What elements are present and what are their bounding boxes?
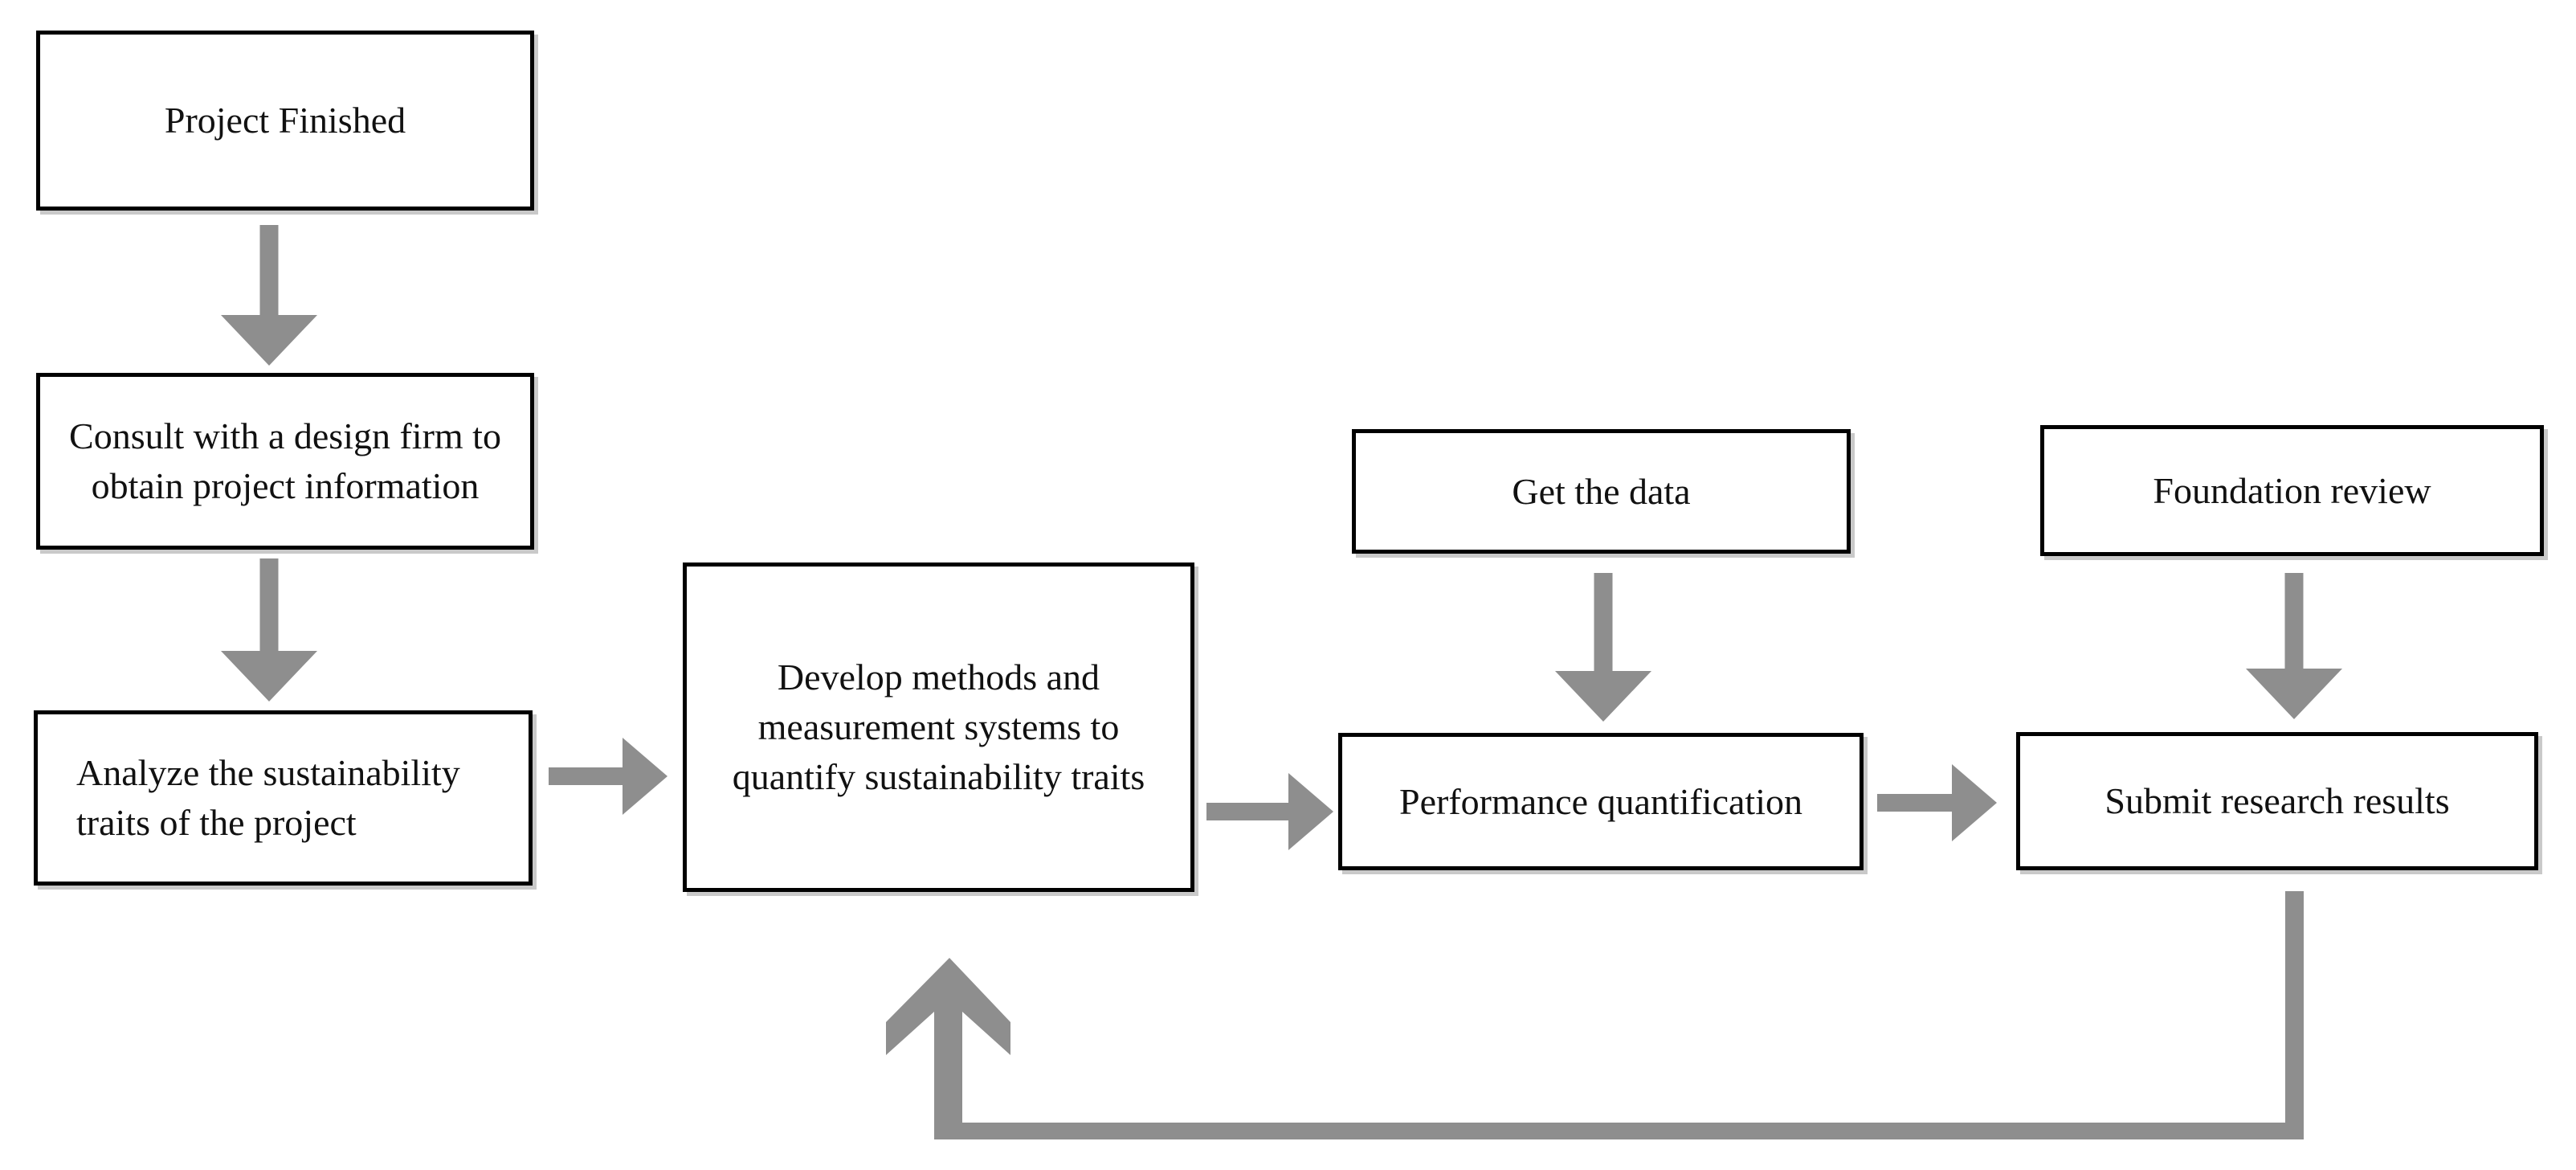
node-project-finished: Project Finished [36,31,534,211]
arrow-shaft [2284,573,2304,669]
node-get-the-data: Get the data [1352,429,1851,554]
feedback-vertical-segment [2285,891,2304,1139]
arrowhead-down-icon [2246,669,2342,719]
node-label: traits of the project [76,802,357,843]
arrow-down-project-to-consult-icon [221,225,317,366]
arrowhead-right-icon [1952,764,1997,841]
arrow-down-consult-to-analyze-icon [221,558,317,702]
node-consult-design-firm: Consult with a design firm to obtain pro… [36,373,534,550]
node-label: Project Finished [164,100,406,141]
node-label: Develop methods and [777,657,1100,698]
node-label: Submit research results [2104,780,2450,821]
arrow-shaft [1594,573,1613,671]
arrow-right-analyze-to-develop-icon [549,737,667,816]
arrow-right-develop-to-performance-icon [1206,773,1333,850]
arrowhead-down-icon [221,315,317,366]
node-label: Get the data [1512,470,1691,512]
arrow-shaft [1206,803,1290,820]
node-label: obtain project information [91,465,480,506]
arrow-shaft [259,558,279,651]
arrowhead-down-icon [221,651,317,702]
feedback-up-shaft [934,1006,962,1139]
node-label: Performance quantification [1399,780,1802,822]
arrowhead-right-icon [1288,773,1333,850]
node-performance-quantification: Performance quantification [1338,733,1864,870]
node-label: Consult with a design firm to [69,415,501,456]
arrow-down-foundation-to-submit-icon [2246,573,2342,719]
arrowhead-right-icon [623,738,667,815]
arrow-shaft [1877,794,1953,812]
node-submit-research-results: Submit research results [2016,732,2538,870]
node-label: Foundation review [2153,469,2431,511]
arrow-shaft [259,225,279,316]
feedback-connector-submit-to-develop [886,891,2304,1139]
arrow-shaft [549,767,624,785]
arrow-down-getdata-to-performance-icon [1555,573,1651,722]
arrowhead-up-chevron-icon [886,958,1010,1055]
node-analyze-sustainability: Analyze the sustainability traits of the… [34,710,533,886]
arrowhead-down-icon [1555,671,1651,722]
node-develop-methods: Develop methods and measurement systems … [683,562,1194,892]
node-label: measurement systems to [757,706,1120,747]
node-foundation-review: Foundation review [2040,425,2544,556]
feedback-horizontal-segment [961,1123,2304,1139]
arrow-right-performance-to-submit-icon [1877,764,1997,841]
node-label: Analyze the sustainability [76,752,460,793]
node-label: quantify sustainability traits [732,756,1145,797]
